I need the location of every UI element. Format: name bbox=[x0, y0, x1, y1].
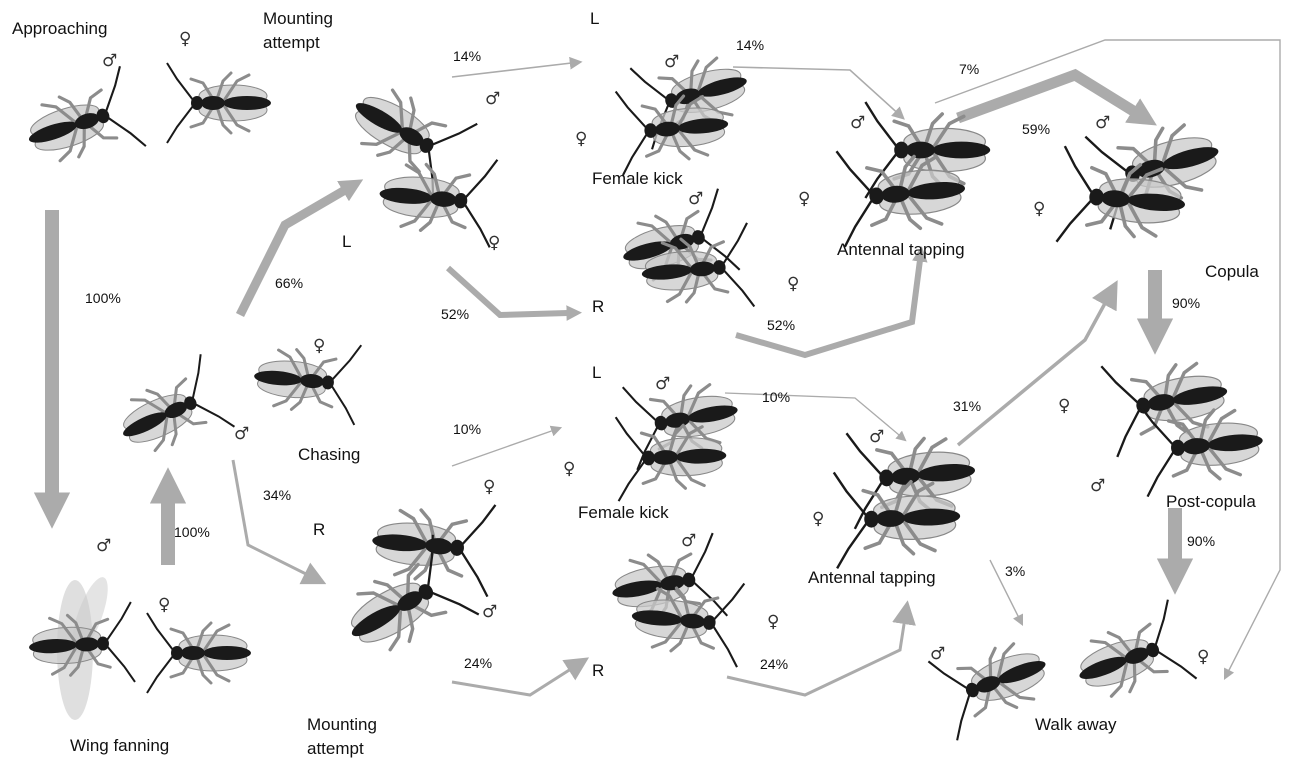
pct-post-to-walk: 90% bbox=[1187, 534, 1215, 549]
wasp-fanning-female bbox=[147, 613, 251, 693]
side-R-bottom-mount: R bbox=[313, 521, 325, 540]
male-symbol-kick-bottom: ♂ bbox=[655, 375, 670, 394]
side-L-top-mount: L bbox=[342, 233, 351, 252]
arrow-chasing-to-mount-bottom bbox=[233, 460, 322, 582]
female-symbol-tapping-bottom: ♀ bbox=[812, 510, 824, 529]
pct-fanning-to-chasing: 100% bbox=[174, 525, 210, 540]
pct-top-L-to-kick: 14% bbox=[453, 49, 481, 64]
wasp-approaching-female bbox=[167, 63, 271, 143]
pct-copula-to-post: 90% bbox=[1172, 296, 1200, 311]
pct-tapping-top-to-copula-thin: 7% bbox=[959, 62, 979, 77]
male-symbol-approaching: ♂ bbox=[102, 52, 117, 71]
pct-tapping-bottom-to-copula: 31% bbox=[953, 399, 981, 414]
wasp-chasing-male bbox=[106, 354, 234, 470]
male-symbol-tapping-top: ♂ bbox=[850, 114, 865, 133]
pct-top-R-to-tapping: 52% bbox=[767, 318, 795, 333]
stage-chasing-label: Chasing bbox=[298, 446, 360, 465]
male-symbol-bottom-R: ♂ bbox=[681, 532, 696, 551]
wasp-chasing-female bbox=[251, 336, 362, 425]
side-L-top-kick: L bbox=[590, 10, 599, 29]
female-symbol-tapping-top: ♀ bbox=[798, 190, 810, 209]
female-symbol-top-R: ♀ bbox=[787, 275, 799, 294]
pct-bottom-R-to-tapping: 24% bbox=[760, 657, 788, 672]
female-symbol-mount-bottom: ♀ bbox=[483, 478, 495, 497]
stage-approaching-label: Approaching bbox=[12, 20, 107, 39]
side-R-bottom: R bbox=[592, 662, 604, 681]
male-symbol-tapping-bottom: ♂ bbox=[869, 428, 884, 447]
pct-bottom-R: 24% bbox=[464, 656, 492, 671]
female-symbol-post: ♀ bbox=[1058, 397, 1070, 416]
pct-tapping-top-to-copula: 59% bbox=[1022, 122, 1050, 137]
stage-mounting-top-label-line1: Mounting bbox=[263, 10, 333, 29]
female-symbol-mount-top: ♀ bbox=[488, 234, 500, 253]
arrow-tapping-top-to-copula-thin bbox=[935, 40, 1280, 678]
male-symbol-fanning: ♂ bbox=[96, 537, 111, 556]
male-symbol-top-R: ♂ bbox=[688, 190, 703, 209]
pct-tapping-bottom-to-walk: 3% bbox=[1005, 564, 1025, 579]
male-symbol-copula: ♂ bbox=[1095, 114, 1110, 133]
pct-bottom-L-to-kick: 10% bbox=[453, 422, 481, 437]
wasp-approaching-male bbox=[16, 66, 146, 180]
male-symbol-mount-bottom: ♂ bbox=[482, 603, 497, 622]
pct-approach-to-fanning: 100% bbox=[85, 291, 121, 306]
wasp-walk-female bbox=[1065, 600, 1196, 716]
stage-female-kick-bottom-label: Female kick bbox=[578, 504, 669, 523]
pct-bottom-kick-to-tapping: 10% bbox=[762, 390, 790, 405]
stage-antennal-tapping-bottom-label: Antennal tapping bbox=[808, 569, 936, 588]
female-symbol-kick-top: ♀ bbox=[575, 130, 587, 149]
female-symbol-approaching: ♀ bbox=[179, 30, 191, 49]
male-symbol-walk: ♂ bbox=[930, 645, 945, 664]
stage-walk-away-label: Walk away bbox=[1035, 716, 1117, 735]
arrow-top-R-to-tapping bbox=[736, 260, 920, 355]
arrow-top-kick-to-tapping bbox=[733, 67, 903, 118]
female-symbol-fanning: ♀ bbox=[158, 596, 170, 615]
arrow-bottom-R-to-tapping bbox=[727, 605, 907, 695]
female-symbol-kick-bottom: ♀ bbox=[563, 460, 575, 479]
arrow-tapping-top-to-copula bbox=[958, 75, 1135, 118]
arrow-chasing-to-mount-top bbox=[240, 190, 345, 315]
male-symbol-post: ♂ bbox=[1090, 477, 1105, 496]
pct-chasing-to-mount-bottom: 34% bbox=[263, 488, 291, 503]
stage-mounting-bottom-label-line1: Mounting bbox=[307, 716, 377, 735]
arrow-tapping-bottom-to-copula bbox=[958, 285, 1115, 445]
side-R-top: R bbox=[592, 298, 604, 317]
stage-mounting-top-label-line2: attempt bbox=[263, 34, 320, 53]
stage-antennal-tapping-top-label: Antennal tapping bbox=[837, 241, 965, 260]
male-symbol-mount-top: ♂ bbox=[485, 90, 500, 109]
wasp-mount-top-female bbox=[376, 150, 498, 248]
female-symbol-chasing: ♀ bbox=[313, 337, 325, 356]
stage-post-copula-label: Post-copula bbox=[1166, 493, 1256, 512]
stage-female-kick-top-label: Female kick bbox=[592, 170, 683, 189]
stage-copula-label: Copula bbox=[1205, 263, 1259, 282]
side-L-bottom-kick: L bbox=[592, 364, 601, 383]
pct-chasing-to-mount-top: 66% bbox=[275, 276, 303, 291]
female-symbol-walk: ♀ bbox=[1197, 648, 1209, 667]
stage-wing-fanning-label: Wing fanning bbox=[70, 737, 169, 756]
female-symbol-bottom-R: ♀ bbox=[767, 613, 779, 632]
female-symbol-copula: ♀ bbox=[1033, 200, 1045, 219]
male-symbol-chasing: ♂ bbox=[234, 425, 249, 444]
pct-top-R: 52% bbox=[441, 307, 469, 322]
male-symbol-kick-top: ♂ bbox=[664, 53, 679, 72]
stage-mounting-bottom-label-line2: attempt bbox=[307, 740, 364, 759]
pct-top-kick-to-tapping: 14% bbox=[736, 38, 764, 53]
